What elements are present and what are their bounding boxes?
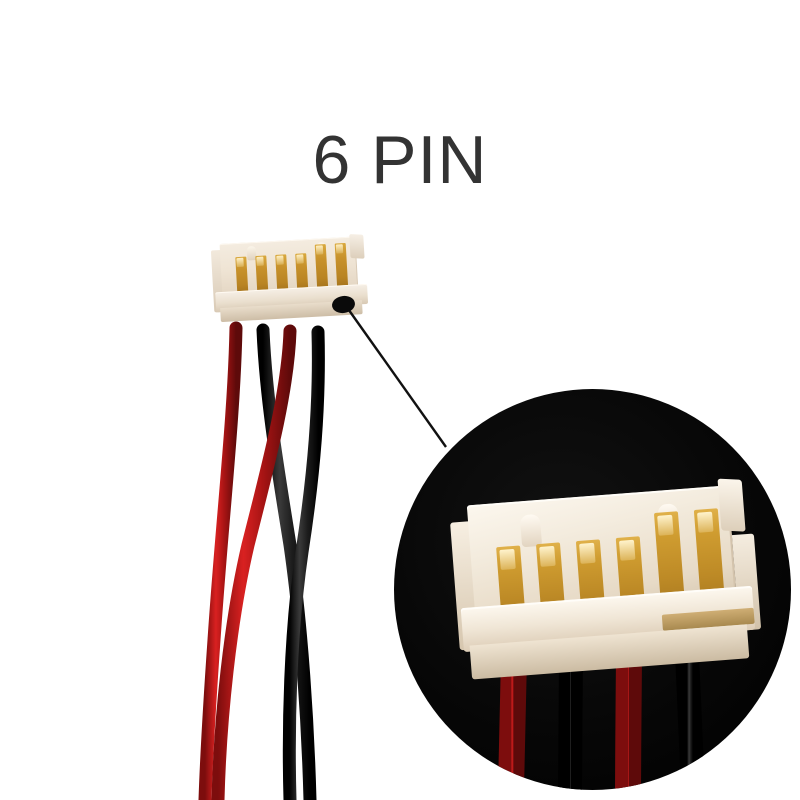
magnified-wires-overflow <box>788 778 800 800</box>
main-wire-3 <box>211 324 297 800</box>
magnified-boss-left <box>519 513 543 548</box>
page-title: 6 PIN <box>312 122 488 198</box>
magnified-clip-area <box>394 389 791 790</box>
main-wire-4 <box>282 325 325 800</box>
main-wire-1 <box>198 321 243 800</box>
main-wire-2 <box>256 323 317 800</box>
main-connector <box>210 232 375 341</box>
magnified-connector <box>448 478 763 710</box>
magnified-detail-circle <box>394 389 791 790</box>
